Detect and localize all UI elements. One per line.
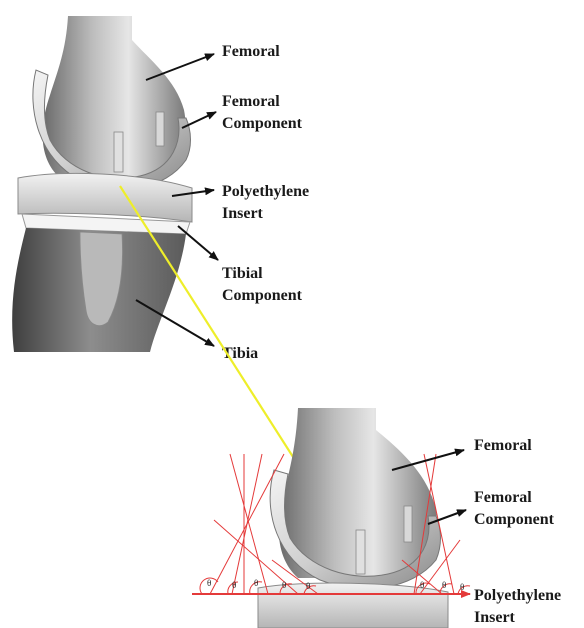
- label-femoral-bottom: Femoral: [474, 437, 532, 454]
- label-polyethylene-insert-top-2: Insert: [222, 205, 264, 222]
- theta-5: θ: [306, 581, 310, 591]
- theta-8: θ: [460, 582, 464, 592]
- top-femoral-peg-right: [156, 112, 164, 146]
- bottom-femoral-peg-right: [404, 506, 412, 542]
- label-polyethylene-insert-bottom-2: Insert: [474, 609, 516, 626]
- label-tibial-component-top-1: Tibial: [222, 265, 263, 282]
- label-femoral-component-top-2: Component: [222, 115, 303, 132]
- theta-3: θ: [254, 578, 258, 588]
- top-knee-illustration: [12, 16, 192, 352]
- bottom-labels: Femoral Femoral Component Polyethylene I…: [474, 437, 561, 626]
- label-femoral-top: Femoral: [222, 43, 280, 60]
- label-polyethylene-insert-top-1: Polyethylene: [222, 183, 309, 200]
- theta-1: θ: [207, 578, 211, 588]
- label-femoral-component-bottom-2: Component: [474, 511, 555, 528]
- top-labels: Femoral Femoral Component Polyethylene I…: [222, 43, 309, 362]
- theta-7: θ: [442, 580, 446, 590]
- bottom-femoral-peg-left: [356, 530, 365, 574]
- top-femoral-peg-left: [114, 132, 123, 172]
- label-polyethylene-insert-bottom-1: Polyethylene: [474, 587, 561, 604]
- theta-2: θ: [232, 580, 236, 590]
- theta-6: θ: [420, 580, 424, 590]
- theta-4: θ: [282, 580, 286, 590]
- label-tibial-component-top-2: Component: [222, 287, 303, 304]
- red-line-5: [210, 454, 284, 594]
- label-femoral-component-bottom-1: Femoral: [474, 489, 532, 506]
- red-line-1: [230, 454, 268, 594]
- label-femoral-component-top-1: Femoral: [222, 93, 280, 110]
